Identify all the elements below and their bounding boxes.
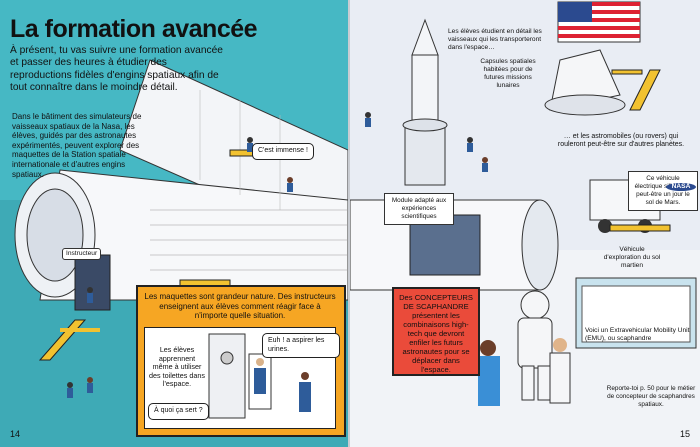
page-number-left: 14 <box>10 429 21 439</box>
us-flag <box>557 1 641 43</box>
page-number-right: 15 <box>679 429 690 439</box>
emu-note: Voici un Extravehicular Mobility Unit (E… <box>585 327 690 343</box>
speech-bubble-urines: Euh ! a aspirer les urines. <box>262 333 340 358</box>
side-note: Dans le bâtiment des simulateurs de vais… <box>12 112 142 179</box>
iss-module <box>14 59 348 311</box>
orange-info-panel: Les maquettes sont grandeur nature. Des … <box>136 285 346 437</box>
reporte-note: Reporte-toi p. 50 pour le métier de conc… <box>606 385 696 408</box>
label-vaisseaux: Les élèves étudient en détail les vaisse… <box>448 28 542 51</box>
toilet-note: Les élèves apprennent même à utiliser de… <box>149 345 205 389</box>
red-info-panel: Des CONCEPTEURS DE SCAPHANDRE présentent… <box>392 287 480 376</box>
toilet-illustration <box>208 333 311 419</box>
label-capsules: Capsules spatiales habitées pour de futu… <box>480 58 536 89</box>
right-page: Les élèves étudient en détail les vaisse… <box>350 0 700 447</box>
label-vehicule-exploration: Véhicule d'exploration du sol martien <box>603 246 661 269</box>
left-page: La formation avancée À présent, tu vas s… <box>0 0 348 447</box>
label-vehicule-electrique: Ce véhicule électrique sillonnera peut-ê… <box>628 171 698 211</box>
intro-text: À présent, tu vas suivre une formation a… <box>10 45 223 94</box>
speech-bubble-immense: C'est immense ! <box>252 143 314 160</box>
label-module: Module adapté aux expériences scientifiq… <box>384 193 454 225</box>
label-instructeur: Instructeur <box>62 248 102 260</box>
right-illustration <box>350 1 700 447</box>
page-title: La formation avancée <box>10 15 258 43</box>
nasa-badge: NASA <box>666 183 696 191</box>
emu-spacesuit <box>517 290 553 401</box>
panel-text: Les maquettes sont grandeur nature. Des … <box>144 292 336 320</box>
book-gutter <box>348 0 350 447</box>
red-panel-text: Des CONCEPTEURS DE SCAPHANDRE présentent… <box>399 293 473 374</box>
speech-bubble-quoi: À quoi ça sert ? <box>148 403 209 420</box>
label-astromobiles: … et les astromobiles (ou rovers) qui ro… <box>557 133 685 148</box>
